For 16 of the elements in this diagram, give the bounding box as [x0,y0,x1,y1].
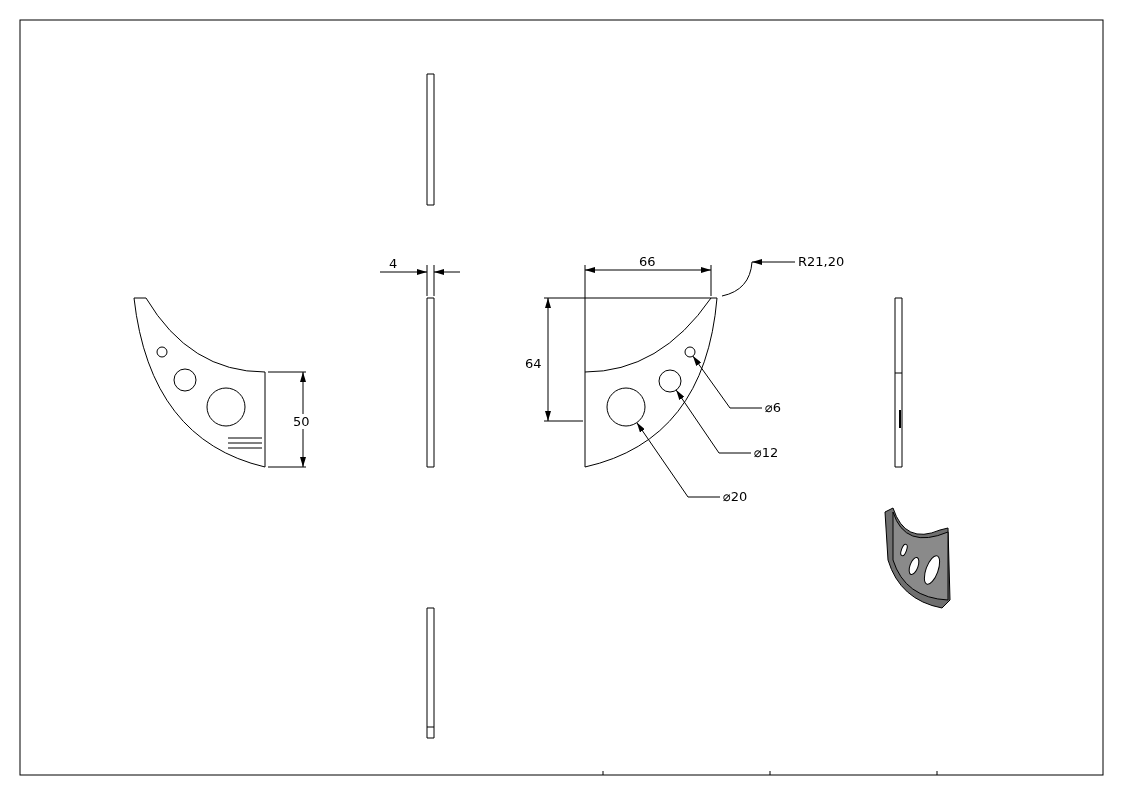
radius-arc [721,261,753,297]
dimension-text: 66 [638,254,657,269]
dimension-callout: ⌀20 [722,489,749,504]
dimension-callout: ⌀6 [764,400,783,415]
dimension-text: 50 [292,414,311,429]
hole-circle [606,387,646,427]
dimension-callout: ⌀12 [753,445,780,460]
leader-line [692,355,763,409]
leader-line [751,259,796,265]
dimension-text: 4 [388,256,399,271]
dimension-text: 64 [524,356,543,371]
dimension-callout: R21,20 [797,254,846,269]
leader-line [675,389,752,454]
leader-line [636,422,721,498]
hole-circle [684,346,696,358]
hole-circle [658,369,682,393]
